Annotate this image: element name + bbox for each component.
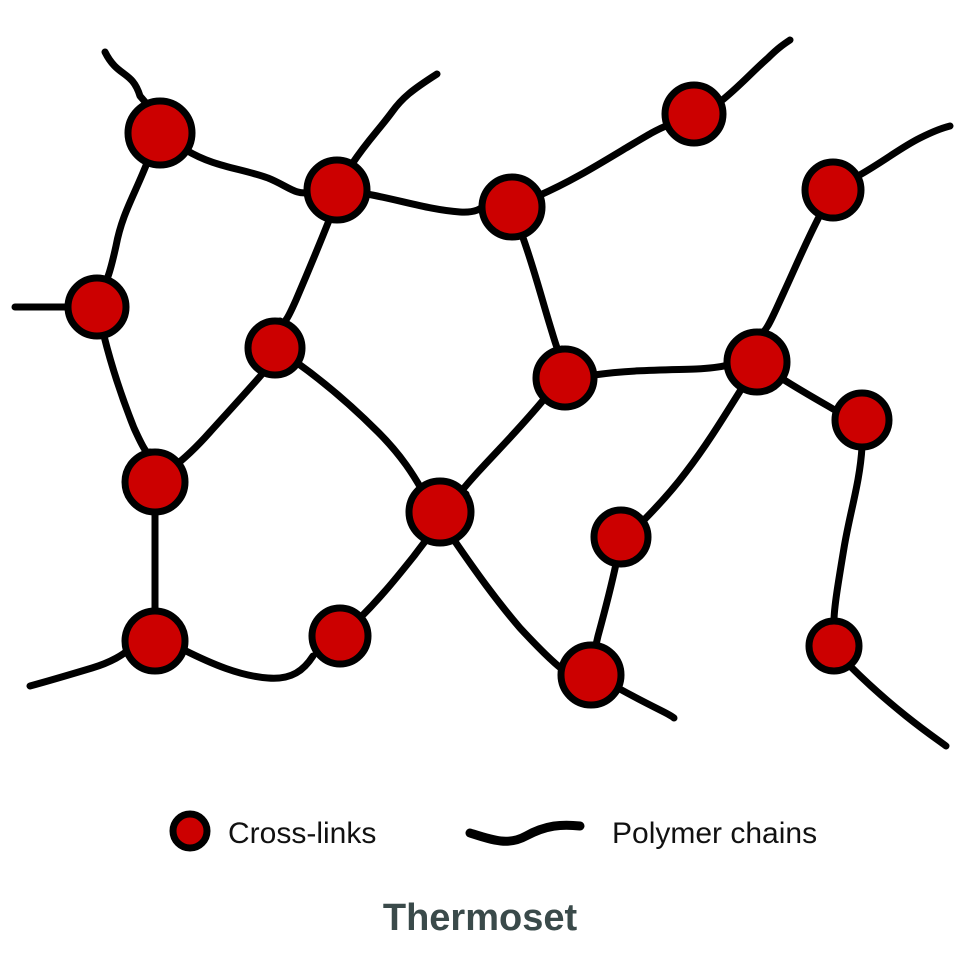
polymer-chains-layer — [11, 36, 954, 750]
cross-link-node — [244, 317, 306, 379]
polymer-chain-segment — [450, 536, 570, 676]
polymer-chain-segment — [846, 662, 950, 750]
legend-label-cross-links: Cross-links — [228, 817, 376, 850]
polymer-chain-segment — [168, 369, 267, 472]
cross-link-node — [557, 641, 625, 709]
legend-label-polymer-chains: Polymer chains — [612, 817, 817, 850]
polymer-chain-segment — [756, 211, 824, 336]
cross-link-node — [64, 274, 130, 340]
legend-cross-link-icon — [169, 810, 211, 852]
cross-link-node — [590, 506, 652, 568]
cross-link-node — [532, 345, 598, 411]
polymer-chain-segment — [636, 384, 746, 528]
cross-link-node — [801, 158, 865, 222]
polymer-chain-segment — [348, 70, 441, 168]
polymer-chain-segment — [830, 443, 866, 625]
cross-link-node — [478, 173, 546, 241]
cross-link-node — [121, 448, 189, 516]
cross-link-node — [831, 389, 893, 451]
cross-link-node — [303, 156, 371, 224]
polymer-chain-segment — [854, 122, 954, 180]
polymer-chain-segment — [26, 646, 132, 690]
polymer-chain-segment — [614, 684, 678, 722]
cross-link-nodes-layer — [64, 81, 893, 709]
polymer-chain-segment — [180, 646, 317, 682]
polymer-chain-segment — [292, 358, 426, 494]
cross-link-node — [805, 617, 863, 675]
cross-link-node — [405, 477, 475, 547]
cross-link-node — [723, 328, 791, 396]
polymer-chain-segment — [182, 146, 314, 197]
cross-link-node — [308, 604, 372, 668]
cross-link-node — [661, 81, 727, 147]
polymer-chain-segment — [590, 361, 732, 379]
legend-polymer-chain-icon — [465, 820, 585, 846]
cross-link-node — [124, 97, 196, 169]
polymer-chain-segment — [534, 122, 670, 200]
figure-title: Thermoset — [383, 897, 578, 939]
polymer-chain-segment — [716, 36, 794, 106]
polymer-chain-segment — [103, 159, 151, 283]
legend: Cross-links Polymer chains — [169, 810, 817, 852]
polymer-chain-segment — [101, 48, 156, 114]
cross-link-node — [121, 607, 189, 675]
